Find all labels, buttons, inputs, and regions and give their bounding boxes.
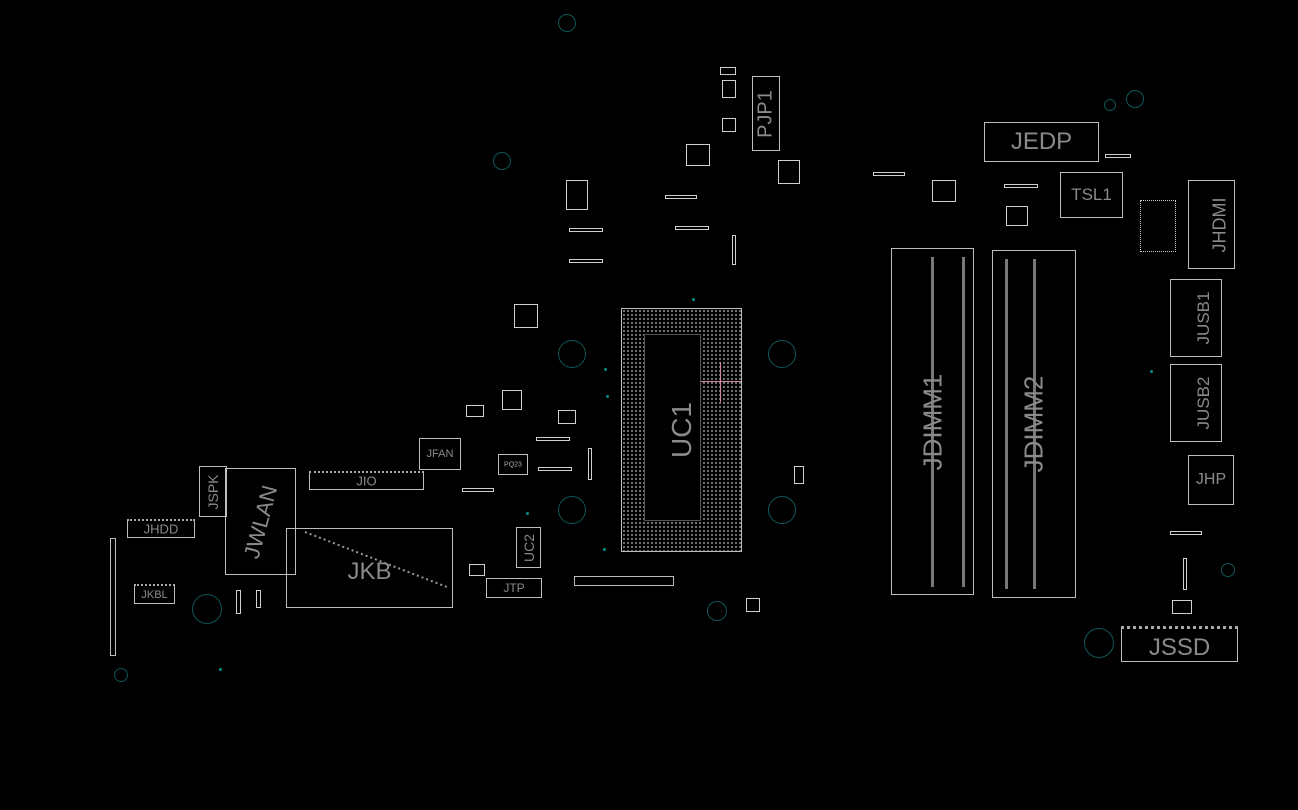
small-component[interactable] [538, 467, 572, 471]
dimm-contact-row [931, 257, 934, 587]
dimm-contact-row [1005, 259, 1008, 589]
small-component[interactable] [722, 118, 736, 132]
test-point [606, 395, 609, 398]
small-component[interactable] [1140, 200, 1176, 252]
small-component[interactable] [536, 437, 570, 441]
mounting-hole [192, 594, 222, 624]
component-jusb1[interactable]: JUSB1 [1170, 279, 1222, 357]
component-jhdmi[interactable]: JHDMI [1188, 180, 1235, 269]
test-point [604, 368, 607, 371]
component-jdimm1[interactable]: JDIMM1 [891, 248, 974, 595]
small-component[interactable] [932, 180, 956, 202]
small-component[interactable] [1170, 531, 1202, 535]
small-component[interactable] [514, 304, 538, 328]
component-left-connector[interactable] [110, 538, 116, 656]
small-component[interactable] [722, 80, 736, 98]
small-component[interactable] [569, 259, 603, 263]
crosshair-cursor [701, 381, 741, 382]
component-jkbl[interactable]: JKBL [134, 584, 175, 604]
component-bottom-connector[interactable] [574, 576, 674, 586]
small-component[interactable] [236, 590, 241, 614]
small-component[interactable] [466, 405, 484, 417]
mounting-hole [1126, 90, 1144, 108]
component-uc1[interactable]: UC1 [621, 308, 742, 552]
small-component[interactable] [665, 195, 697, 199]
small-component[interactable] [1172, 600, 1192, 614]
dimm-contact-row [962, 257, 965, 587]
small-component[interactable] [569, 228, 603, 232]
mounting-hole [1221, 563, 1235, 577]
component-tsl1[interactable]: TSL1 [1060, 172, 1123, 218]
small-component[interactable] [675, 226, 709, 230]
component-jdimm2[interactable]: JDIMM2 [992, 250, 1076, 598]
mounting-hole [558, 14, 576, 32]
component-jtp[interactable]: JTP [486, 578, 542, 598]
small-component[interactable] [469, 564, 485, 576]
small-component[interactable] [778, 160, 800, 184]
small-component[interactable] [558, 410, 576, 424]
test-point [692, 298, 695, 301]
mounting-hole [707, 601, 727, 621]
small-component[interactable] [462, 488, 494, 492]
small-component[interactable] [1183, 558, 1187, 590]
small-component[interactable] [794, 466, 804, 484]
crosshair-cursor [720, 362, 721, 402]
component-jhdd[interactable]: JHDD [127, 519, 195, 538]
component-jfan[interactable]: JFAN [419, 438, 461, 470]
component-jusb2[interactable]: JUSB2 [1170, 364, 1222, 442]
mounting-hole [558, 340, 586, 368]
small-component[interactable] [873, 172, 905, 176]
small-component[interactable] [746, 598, 760, 612]
dimm-contact-row [1033, 259, 1036, 589]
component-pjp1[interactable]: PJP1 [752, 76, 780, 151]
small-component[interactable] [566, 180, 588, 210]
small-component[interactable] [720, 67, 736, 75]
mounting-hole [558, 496, 586, 524]
test-point [219, 668, 222, 671]
component-jedp[interactable]: JEDP [984, 122, 1099, 162]
small-component[interactable] [1004, 184, 1038, 188]
component-jssd[interactable]: JSSD [1121, 626, 1238, 662]
component-jspk[interactable]: JSPK [199, 466, 227, 517]
small-component[interactable] [588, 448, 592, 480]
component-pq23[interactable]: PQ23 [498, 454, 528, 475]
test-point [1150, 370, 1153, 373]
small-component[interactable] [1105, 154, 1131, 158]
mounting-hole [114, 668, 128, 682]
test-point [603, 548, 606, 551]
mounting-hole [1084, 628, 1114, 658]
small-component[interactable] [1006, 206, 1028, 226]
mounting-hole [768, 496, 796, 524]
jkb-pin-row [304, 531, 448, 588]
small-component[interactable] [686, 144, 710, 166]
small-component[interactable] [256, 590, 261, 608]
mounting-hole [768, 340, 796, 368]
component-jkb[interactable]: JKB [286, 528, 453, 608]
component-uc2[interactable]: UC2 [516, 527, 541, 568]
component-jhp[interactable]: JHP [1188, 455, 1234, 505]
small-component[interactable] [502, 390, 522, 410]
component-jio[interactable]: JIO [309, 471, 424, 490]
bga-center [644, 334, 701, 521]
mounting-hole [1104, 99, 1116, 111]
test-point [526, 512, 529, 515]
mounting-hole [493, 152, 511, 170]
small-component[interactable] [732, 235, 736, 265]
component-jwlan[interactable]: JWLAN [225, 468, 296, 575]
